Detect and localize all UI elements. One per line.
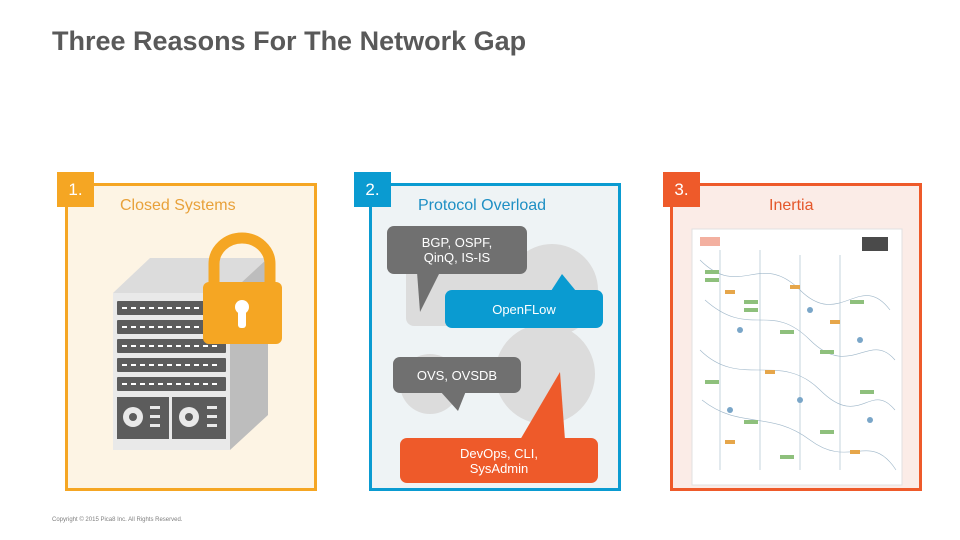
bubble-bgp-ospf-text: BGP, OSPF, QinQ, IS-IS: [421, 235, 493, 265]
panel-number-2: 2.: [354, 172, 391, 207]
copyright-footer: Copyright © 2015 Pica8 Inc. All Rights R…: [52, 517, 183, 523]
panel-number-1: 1.: [57, 172, 94, 207]
bubble-devops: DevOps, CLI, SysAdmin: [400, 438, 598, 483]
bubble-openflow-text: OpenFLow: [492, 301, 556, 317]
panel-title-inertia: Inertia: [769, 197, 814, 214]
padlock-icon: [203, 232, 282, 344]
bubble-bgp-ospf: BGP, OSPF, QinQ, IS-IS: [387, 226, 527, 274]
bubble-openflow: OpenFLow: [445, 290, 603, 328]
panel-title-protocol-overload: Protocol Overload: [418, 197, 547, 214]
panel-number-3: 3.: [663, 172, 700, 207]
bubble-ovs: OVS, OVSDB: [393, 357, 521, 393]
network-diagram-image: [691, 228, 903, 486]
bubble-ovs-text: OVS, OVSDB: [416, 367, 498, 383]
bubble-devops-text: DevOps, CLI, SysAdmin: [459, 445, 539, 476]
panel-title-closed-systems: Closed Systems: [120, 197, 236, 214]
slide-title: Three Reasons For The Network Gap: [52, 26, 527, 56]
